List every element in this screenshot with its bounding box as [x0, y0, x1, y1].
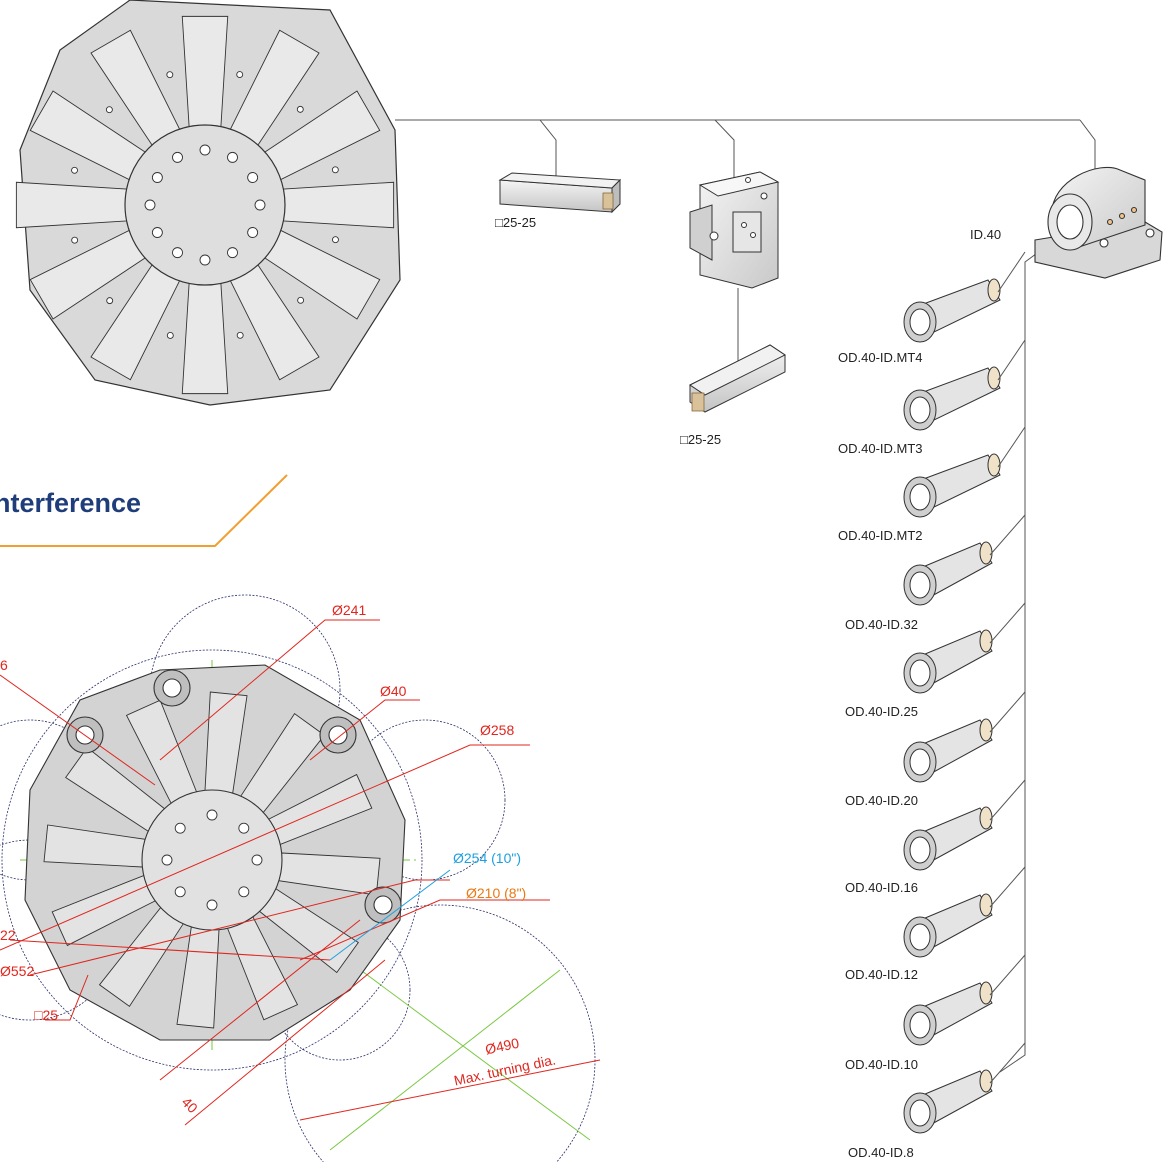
turret-station — [181, 15, 229, 128]
turret-disc — [15, 0, 401, 406]
bolt-hole — [296, 105, 304, 113]
bolt-hole — [247, 172, 259, 183]
turret-station — [181, 282, 229, 395]
bolt-hole — [174, 886, 186, 898]
sleeve-label: OD.40-ID.20 — [845, 793, 918, 808]
bolt-hole — [238, 822, 250, 834]
dimension-d40: Ø40 — [380, 683, 407, 699]
bolt-hole — [236, 331, 244, 339]
sleeve-label: OD.40-ID.10 — [845, 1057, 918, 1072]
sleeve-label: OD.40-ID.MT3 — [838, 441, 923, 456]
square-tool-2-label: □25-25 — [680, 432, 722, 447]
bolt-hole — [71, 166, 78, 174]
sleeve-label: OD.40-ID.16 — [845, 880, 918, 895]
sleeve-drawing — [903, 514, 1026, 606]
tool-block-holder — [689, 171, 780, 289]
dimension-d552: Ø552 — [0, 963, 35, 979]
sleeve-drawing — [903, 866, 1026, 958]
dimension-d254: Ø254 (10") — [453, 850, 522, 866]
bolt-hole — [174, 822, 186, 834]
bolt-hole — [161, 854, 173, 866]
sleeve-drawing — [903, 954, 1026, 1046]
sleeve-label: OD.40-ID.8 — [848, 1145, 914, 1160]
bolt-hole — [199, 254, 211, 266]
sleeve-label: OD.40-ID.12 — [845, 967, 918, 982]
bolt-hole — [166, 71, 174, 79]
bolt-hole — [227, 247, 238, 259]
bolt-hole — [236, 71, 244, 78]
bolt-hole — [238, 886, 250, 898]
bolt-hole — [105, 106, 113, 114]
bolt-hole — [254, 199, 266, 211]
turret-station — [15, 181, 128, 229]
bolt-hole — [199, 144, 211, 156]
bolt-hole — [247, 227, 259, 238]
sleeve-label: OD.40-ID.25 — [845, 704, 918, 719]
dimension-d258: Ø258 — [480, 722, 515, 738]
id-holder-block — [1034, 166, 1163, 279]
sleeve-drawing — [903, 691, 1026, 783]
bolt-hole — [297, 296, 305, 304]
sleeve-drawing — [903, 339, 1026, 431]
dimension-cut-top: 6 — [0, 657, 8, 673]
square-tool-1-label: □25-25 — [495, 215, 537, 230]
sleeve-drawing — [903, 426, 1026, 518]
sleeve-artwork — [903, 251, 1026, 1134]
bolt-hole — [151, 172, 163, 183]
dimension-square-25: □25 — [34, 1007, 59, 1023]
dimension-cut-mid: 22 — [0, 927, 16, 943]
bolt-hole — [206, 899, 218, 911]
sleeve-drawing — [903, 779, 1026, 871]
sleeve-label: OD.40-ID.MT4 — [838, 350, 923, 365]
bolt-hole — [331, 166, 339, 174]
square-tool-1 — [498, 172, 622, 214]
sleeve-label: OD.40-ID.32 — [845, 617, 918, 632]
square-tool-2 — [689, 344, 786, 413]
bolt-hole — [206, 809, 218, 821]
bolt-hole — [106, 297, 114, 305]
turret-station — [282, 181, 395, 229]
sleeve-drawing — [903, 1042, 1026, 1134]
bolt-hole — [151, 227, 163, 238]
bolt-hole — [172, 247, 183, 259]
bolt-hole — [166, 332, 174, 339]
section-heading: nterference — [0, 488, 142, 518]
bolt-hole — [71, 236, 79, 244]
bolt-hole — [332, 236, 339, 244]
bolt-hole — [172, 151, 183, 163]
sleeve-drawing — [903, 251, 1026, 343]
bolt-hole — [251, 854, 263, 866]
heading-accent — [0, 474, 288, 547]
bolt-hole — [144, 199, 156, 211]
bolt-hole — [227, 151, 238, 163]
interference-drawing — [0, 594, 601, 1162]
id-holder-label: ID.40 — [970, 227, 1002, 242]
sleeve-label: OD.40-ID.MT2 — [838, 528, 923, 543]
sleeve-drawing — [903, 602, 1026, 694]
dimension-d210: Ø210 (8") — [466, 885, 527, 901]
dimension-d241: Ø241 — [332, 602, 367, 618]
